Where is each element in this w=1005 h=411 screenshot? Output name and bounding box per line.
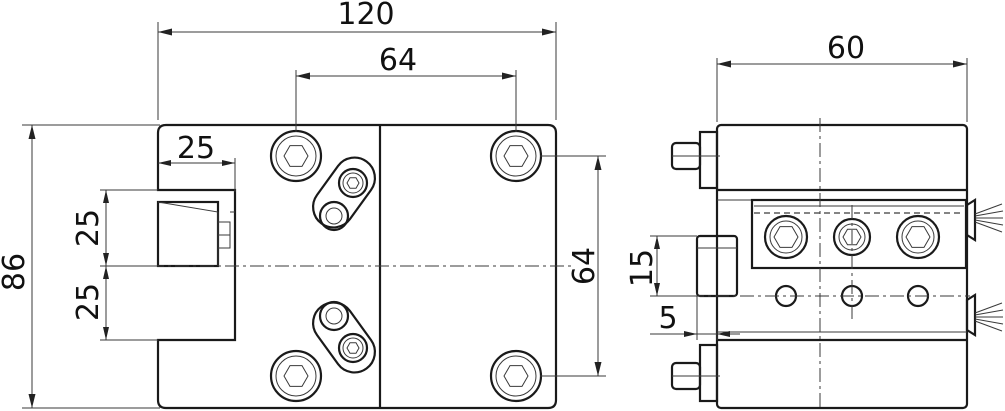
cap-screw-top-right xyxy=(489,129,543,183)
front-dimensions: 120 64 25 86 25 25 xyxy=(0,0,606,409)
front-view-outline xyxy=(156,123,558,410)
side-screw-right xyxy=(895,214,941,260)
dim-side-feature-height: 15 xyxy=(625,249,660,287)
bolt-stub-bottom xyxy=(670,343,720,403)
clamp-link-lower xyxy=(312,300,376,374)
coolant-nozzle-lower xyxy=(965,293,1004,337)
side-body xyxy=(715,123,969,410)
dim-upper-offset: 25 xyxy=(71,209,106,247)
dim-side-depth: 60 xyxy=(827,31,865,66)
cap-screw-bottom-left xyxy=(269,349,323,403)
dim-hole-spacing-vertical: 64 xyxy=(567,247,602,285)
front-view xyxy=(150,123,575,410)
dim-overall-width: 120 xyxy=(337,0,394,32)
side-dimensions: 60 15 5 xyxy=(625,31,968,340)
dim-slot-width: 25 xyxy=(177,131,215,166)
side-view xyxy=(670,118,1004,411)
dim-lower-offset: 25 xyxy=(71,283,106,321)
cap-screw-top-left xyxy=(269,129,323,183)
cap-screw-bottom-right xyxy=(489,349,543,403)
side-screw-left xyxy=(763,214,809,260)
jaw-bevel xyxy=(157,201,219,266)
dim-overall-height: 86 xyxy=(0,253,32,291)
bolt-stub-top xyxy=(670,130,720,190)
jaw-insert xyxy=(156,200,220,268)
clamp-link-upper xyxy=(312,156,376,232)
dim-hole-spacing-horizontal: 64 xyxy=(379,43,417,78)
dim-side-feature-offset: 5 xyxy=(658,301,677,336)
coolant-nozzle-upper xyxy=(965,198,1004,242)
